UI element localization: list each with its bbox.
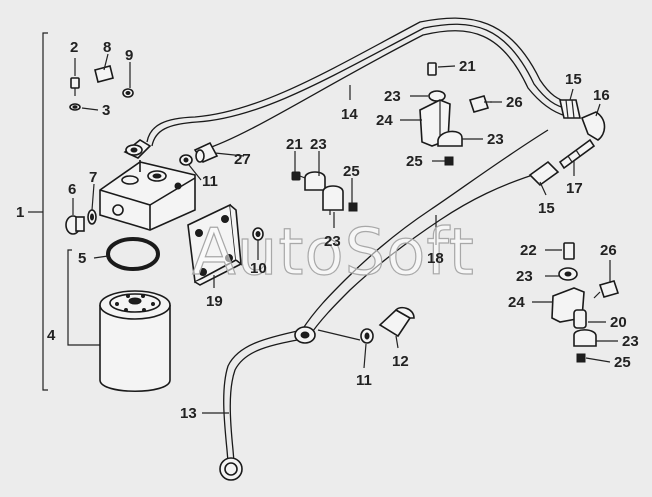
- washer-11-bottom: [360, 328, 374, 344]
- callout-4: 4: [47, 327, 56, 344]
- washer-11-top: [179, 154, 193, 166]
- pipe-nut-27: [193, 141, 219, 163]
- callout-13: 13: [180, 405, 197, 422]
- callout-23-a: 23: [384, 88, 401, 105]
- callout-15-lower: 15: [538, 200, 555, 217]
- callout-3: 3: [102, 102, 110, 119]
- leader-lines: [72, 53, 618, 414]
- callout-1: 1: [16, 204, 24, 221]
- callout-21-center: 21: [286, 136, 303, 153]
- filter-cartridge-4: [99, 290, 171, 393]
- elbow-fitting-9: [123, 139, 152, 172]
- banjo-end-13: [219, 457, 243, 481]
- clamp-upper-right: [419, 62, 492, 166]
- callout-27: 27: [234, 151, 251, 168]
- callout-25-upper: 25: [406, 153, 423, 170]
- callout-17: 17: [566, 180, 583, 197]
- banjo-fitting-lower: [294, 326, 316, 344]
- callout-23-b: 23: [487, 131, 504, 148]
- pipe-18: [223, 129, 549, 463]
- callout-2: 2: [70, 39, 78, 56]
- banjo-bolt-8: [94, 65, 134, 98]
- callout-16: 16: [593, 87, 610, 104]
- clamp-lower-right: [551, 242, 620, 363]
- callout-25-center: 25: [343, 163, 360, 180]
- callout-23-e: 23: [516, 268, 533, 285]
- callout-24-lower: 24: [508, 294, 525, 311]
- callout-24-upper: 24: [376, 112, 393, 129]
- seal-ring-5: [106, 237, 160, 271]
- union-15-upper: [559, 99, 581, 119]
- callout-9: 9: [125, 47, 133, 64]
- callout-7: 7: [89, 169, 97, 186]
- callout-11-bottom: 11: [356, 372, 372, 389]
- filter-head: [99, 161, 196, 231]
- elbow-16: [580, 111, 606, 141]
- pipe-14: [146, 17, 571, 151]
- callout-26-upper: 26: [506, 94, 523, 111]
- callout-11-top: 11: [202, 173, 218, 190]
- callout-15-upper: 15: [565, 71, 582, 88]
- group-bracket-1: [28, 32, 48, 391]
- callout-22: 22: [520, 242, 537, 259]
- callout-5: 5: [78, 250, 86, 267]
- union-15-lower: [528, 160, 560, 187]
- callout-23-d: 23: [324, 233, 341, 250]
- bolt-2: [69, 77, 81, 111]
- group-bracket-4: [67, 249, 100, 346]
- callout-8: 8: [103, 39, 111, 56]
- callout-19: 19: [206, 293, 223, 310]
- callout-23-c: 23: [310, 136, 327, 153]
- callout-14: 14: [341, 106, 358, 123]
- callout-12: 12: [392, 353, 409, 370]
- callout-18: 18: [427, 250, 444, 267]
- callout-20: 20: [610, 314, 627, 331]
- banjo-bolt-12: [378, 306, 415, 338]
- callout-6: 6: [68, 181, 76, 198]
- callout-25-lower: 25: [614, 354, 631, 371]
- callout-10: 10: [250, 260, 267, 277]
- mounting-plate-19: [187, 203, 242, 286]
- hose-17: [558, 138, 596, 170]
- plug-6: [65, 209, 97, 235]
- callout-23-f: 23: [622, 333, 639, 350]
- washer-10: [252, 227, 264, 241]
- clamp-center: [291, 171, 358, 215]
- callout-26-lower: 26: [600, 242, 617, 259]
- watermark-text: AutoSoft: [192, 216, 475, 290]
- callout-21-upper: 21: [459, 58, 476, 75]
